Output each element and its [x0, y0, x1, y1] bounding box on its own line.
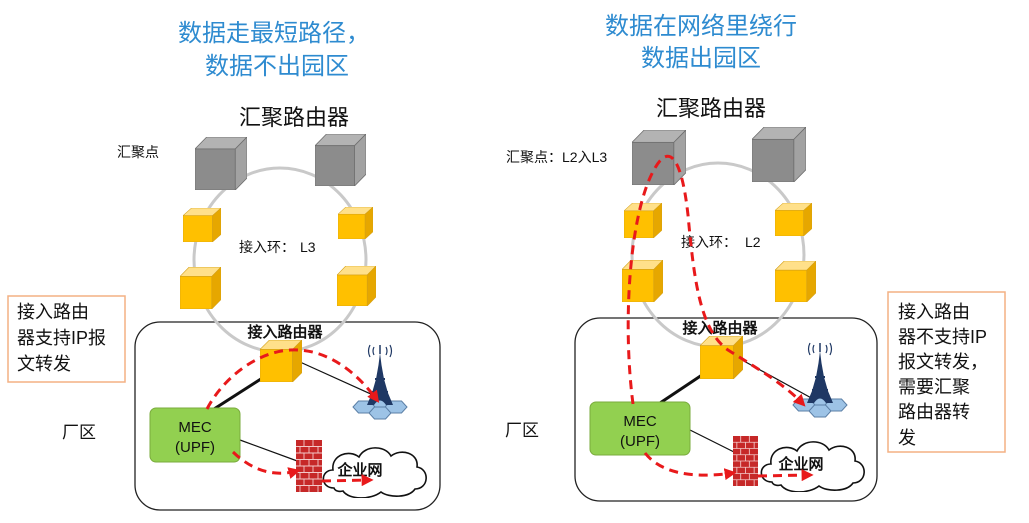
left-note-line-2: 器支持IP报 — [17, 328, 106, 348]
right-ring-node-1-icon — [624, 203, 662, 238]
left-aggregation-router-2-icon — [315, 134, 366, 186]
right-note-box — [887, 291, 1006, 453]
left-access-router-icon — [260, 340, 302, 382]
left-note-line-1: 接入路由 — [17, 302, 89, 322]
left-access-ring-label: 接入环： — [239, 239, 295, 255]
right-title-line-1: 数据在网络里绕行 — [605, 13, 797, 40]
left-upf-label: (UPF) — [175, 439, 215, 456]
left-aggregation-router-label: 汇聚路由器 — [239, 105, 349, 130]
right-router-mec-link — [659, 371, 706, 405]
left-router-mec-link — [213, 375, 265, 411]
left-firewall-icon — [296, 440, 322, 492]
right-note-line-5: 路由器转 — [898, 402, 970, 422]
right-aggregation-router-label: 汇聚路由器 — [656, 96, 766, 121]
right-data-path-mec-to-firewall — [643, 452, 737, 481]
right-title-line-2: 数据出园区 — [641, 45, 761, 72]
left-title-line-1: 数据走最短路径， — [178, 20, 370, 47]
left-aggregation-point-label: 汇聚点 — [117, 144, 159, 160]
right-data-path-detour-via-aggregation — [626, 154, 806, 407]
left-access-router-label: 接入路由器 — [247, 323, 323, 341]
left-mec-firewall-link — [239, 439, 301, 463]
left-mec-box — [149, 407, 241, 463]
right-note-line-1: 接入路由 — [898, 302, 970, 322]
right-ring-node-4-icon — [775, 261, 816, 302]
right-area-label: 厂区 — [505, 421, 539, 440]
right-mec-label: MEC — [623, 413, 657, 430]
left-title-line-2: 数据不出园区 — [205, 53, 349, 80]
left-ring-node-3-icon — [338, 207, 373, 239]
right-ring-node-3-icon — [775, 203, 812, 236]
right-upf-label: (UPF) — [620, 433, 660, 450]
right-access-router-label: 接入路由器 — [682, 319, 758, 337]
right-note-line-6: 发 — [898, 428, 916, 448]
left-mec-label: MEC — [178, 419, 212, 436]
right-aggregation-router-1-icon — [632, 130, 686, 185]
left-ring-node-4-icon — [337, 266, 376, 306]
left-note-line-3: 文转发 — [17, 354, 71, 374]
left-aggregation-router-1-icon — [195, 137, 247, 190]
right-firewall-icon — [733, 436, 758, 486]
right-aggregation-router-2-icon — [752, 127, 806, 182]
right-note-line-4: 需要汇聚 — [898, 377, 970, 397]
right-note-line-2: 器不支持IP — [898, 327, 987, 347]
right-access-ring-label: 接入环： — [681, 234, 737, 250]
right-mec-box — [589, 401, 691, 456]
left-data-path-to-enterprise — [321, 474, 374, 487]
right-mec-firewall-link — [689, 429, 741, 456]
right-panel: 数据在网络里绕行 数据出园区 汇聚路由器 汇聚点：L2入L3 接入环： L2 接… — [505, 13, 1006, 502]
left-area-label: 厂区 — [62, 423, 96, 442]
left-note-box — [7, 295, 126, 383]
left-access-ring-value: L3 — [300, 239, 316, 255]
right-note-line-3: 报文转发， — [898, 352, 988, 372]
left-data-path-router-to-tower — [205, 348, 380, 410]
left-ring-node-1-icon — [183, 208, 221, 242]
right-data-path-to-enterprise — [757, 469, 814, 482]
right-aggregation-point-label: 汇聚点：L2入L3 — [506, 149, 607, 165]
left-ring-node-2-icon — [180, 267, 221, 309]
right-enterprise-network-label: 企业网 — [777, 455, 823, 473]
left-data-path-mec-to-firewall — [231, 450, 301, 479]
left-panel: 数据走最短路径， 数据不出园区 汇聚路由器 汇聚点 接入环： L3 接入路由器 … — [7, 20, 441, 511]
left-enterprise-network-label: 企业网 — [336, 461, 382, 479]
right-access-ring-value: L2 — [745, 234, 761, 250]
